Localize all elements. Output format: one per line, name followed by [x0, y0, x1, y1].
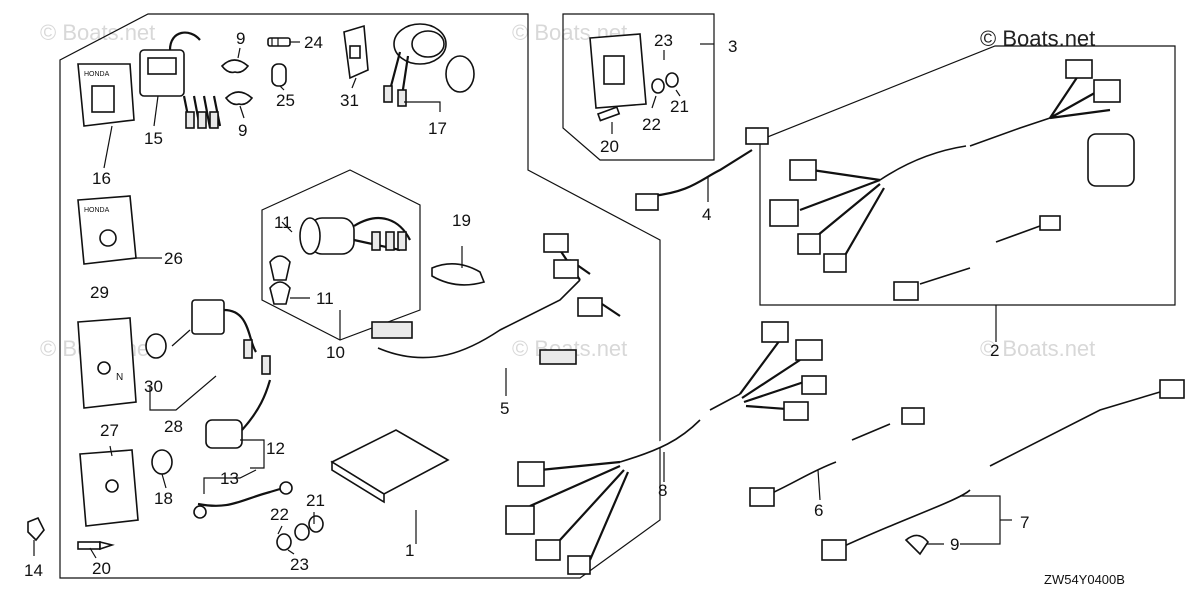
callout-20-bottom: 20 [92, 559, 111, 578]
callout-17: 17 [428, 119, 447, 138]
watermarks: © Boats.net © Boats.net © Boats.net © Bo… [40, 20, 1095, 361]
harness-7 [821, 379, 1185, 561]
kit-outline-2 [759, 45, 1176, 306]
callout-8: 8 [658, 481, 667, 500]
callout-25: 25 [276, 91, 295, 110]
sleeve-25 [271, 63, 287, 87]
callout-27: 27 [100, 421, 119, 440]
callout-26: 26 [164, 249, 183, 268]
leader-lines [33, 41, 1012, 559]
harness-8 [505, 321, 827, 575]
callout-9-right: 9 [950, 535, 959, 554]
callout-12: 12 [266, 439, 285, 458]
callout-28: 28 [164, 417, 183, 436]
callout-1: 1 [405, 541, 414, 560]
panel-plate-26: HONDA [77, 195, 137, 265]
callout-10: 10 [326, 343, 345, 362]
screw-20-top [596, 106, 621, 122]
screw-24 [267, 37, 291, 47]
callout-11-bottom: 11 [316, 289, 334, 308]
callout-11-top: 11 [274, 213, 292, 232]
callout-23-top: 23 [654, 31, 673, 50]
screw-20-left [77, 540, 115, 551]
harness-2 [769, 59, 1135, 301]
ignition-switch-10 [299, 216, 411, 255]
panel-plate-29: N [77, 317, 137, 409]
callout-3: 3 [728, 37, 737, 56]
callout-9-bottom: 9 [238, 121, 247, 140]
callout-24: 24 [304, 33, 323, 52]
key-11-bottom [269, 281, 291, 305]
panel-plate-27 [79, 449, 139, 527]
callout-21-bottom: 21 [306, 491, 325, 510]
svg-text:HONDA: HONDA [84, 207, 110, 214]
callout-6: 6 [814, 501, 823, 520]
callout-9-top: 9 [236, 29, 245, 48]
callout-19: 19 [452, 211, 471, 230]
switch-15 [139, 31, 222, 129]
callout-14: 14 [24, 561, 43, 580]
clip-9-bottom [224, 91, 254, 106]
harness-5 [371, 233, 621, 365]
callout-7: 7 [1020, 513, 1029, 532]
callout-23-bottom: 23 [290, 555, 309, 574]
kit-outline-3 [562, 13, 715, 161]
callout-2: 2 [990, 341, 999, 360]
grommet-18 [151, 449, 173, 475]
nut-21 [308, 515, 324, 533]
svg-text:HONDA: HONDA [84, 71, 110, 78]
diagram-code: ZW54Y0400B [1044, 572, 1125, 587]
callout-22-bottom: 22 [270, 505, 289, 524]
key-11-top [269, 255, 291, 281]
callout-21-top: 21 [670, 97, 689, 116]
callout-18: 18 [154, 489, 173, 508]
owners-manual-1 [330, 429, 450, 504]
callout-13: 13 [220, 469, 239, 488]
callout-22-top: 22 [642, 115, 661, 134]
washer-22 [276, 533, 292, 551]
panel-plate-16: HONDA [77, 63, 135, 127]
watermark-faint-5: © Boats.net [980, 336, 1095, 361]
buzzer-17 [383, 23, 475, 107]
lanyard-13 [193, 481, 293, 519]
sensor-12 [205, 379, 272, 449]
clip-9-top [220, 59, 250, 74]
clamp-19 [431, 263, 486, 286]
brand-watermark: © Boats.net [980, 26, 1095, 51]
kit-outline-1 [59, 13, 661, 579]
switch-panel-3 [589, 33, 679, 109]
kit-outline-10 [261, 169, 421, 341]
callout-16: 16 [92, 169, 111, 188]
callout-31: 31 [340, 91, 359, 110]
nut-30 [145, 333, 167, 359]
watermark-faint-1: © Boats.net [40, 20, 155, 45]
callout-29: 29 [90, 283, 109, 302]
harness-4 [635, 127, 769, 211]
plate-mark-n: N [116, 372, 123, 383]
callout-numbers: 1 2 3 4 5 6 7 8 9 9 9 10 11 11 12 13 14 … [24, 29, 1029, 580]
washer-23 [294, 523, 310, 541]
clip-14 [27, 516, 45, 542]
switch-28 [171, 299, 271, 375]
callout-30: 30 [144, 377, 163, 396]
callout-5: 5 [500, 399, 509, 418]
callout-20-top: 20 [600, 137, 619, 156]
harness-6 [749, 407, 925, 507]
clamp-31 [343, 24, 369, 80]
callout-15: 15 [144, 129, 163, 148]
callout-4: 4 [702, 205, 711, 224]
